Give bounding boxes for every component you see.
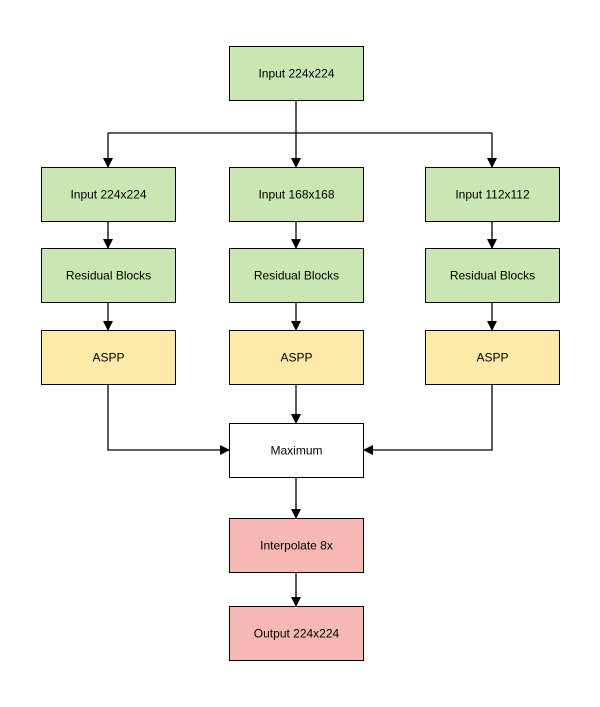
node-label: Residual Blocks	[254, 269, 339, 283]
node-maximum: Maximum	[229, 423, 364, 478]
edges-layer	[103, 100, 497, 607]
edge-branch1-aspp-to-maximum	[107, 384, 230, 455]
node-box	[229, 518, 364, 573]
node-box	[425, 167, 560, 222]
node-box	[229, 330, 364, 385]
node-label: Residual Blocks	[66, 269, 151, 283]
node-label: ASPP	[280, 351, 312, 365]
edge-branch3-aspp-to-maximum	[363, 384, 493, 455]
node-label: Input 168x168	[258, 188, 334, 202]
node-label: ASPP	[476, 351, 508, 365]
node-box	[41, 330, 176, 385]
node-box	[229, 423, 364, 478]
node-label: Input 112x112	[455, 188, 530, 202]
node-box	[41, 248, 176, 303]
node-branch2-input: Input 168x168	[229, 167, 364, 222]
node-label: Input 224x224	[258, 67, 334, 81]
node-branch1-input: Input 224x224	[41, 167, 176, 222]
node-output: Output 224x224	[229, 606, 364, 661]
node-branch3-residual: Residual Blocks	[425, 248, 560, 303]
node-label: Residual Blocks	[450, 269, 535, 283]
node-label: Output 224x224	[254, 627, 340, 641]
node-box	[41, 167, 176, 222]
node-label: Maximum	[270, 444, 322, 458]
node-branch1-residual: Residual Blocks	[41, 248, 176, 303]
node-label: Input 224x224	[70, 188, 146, 202]
node-branch3-input: Input 112x112	[425, 167, 560, 222]
node-branch3-aspp: ASPP	[425, 330, 560, 385]
node-box	[229, 46, 364, 101]
node-box	[229, 167, 364, 222]
node-box	[425, 330, 560, 385]
node-box	[229, 606, 364, 661]
node-branch2-residual: Residual Blocks	[229, 248, 364, 303]
node-branch1-aspp: ASPP	[41, 330, 176, 385]
node-label: Interpolate 8x	[260, 539, 333, 553]
node-branch2-aspp: ASPP	[229, 330, 364, 385]
node-box	[229, 248, 364, 303]
node-label: ASPP	[92, 351, 124, 365]
node-top-input: Input 224x224	[229, 46, 364, 101]
node-box	[425, 248, 560, 303]
node-interpolate: Interpolate 8x	[229, 518, 364, 573]
